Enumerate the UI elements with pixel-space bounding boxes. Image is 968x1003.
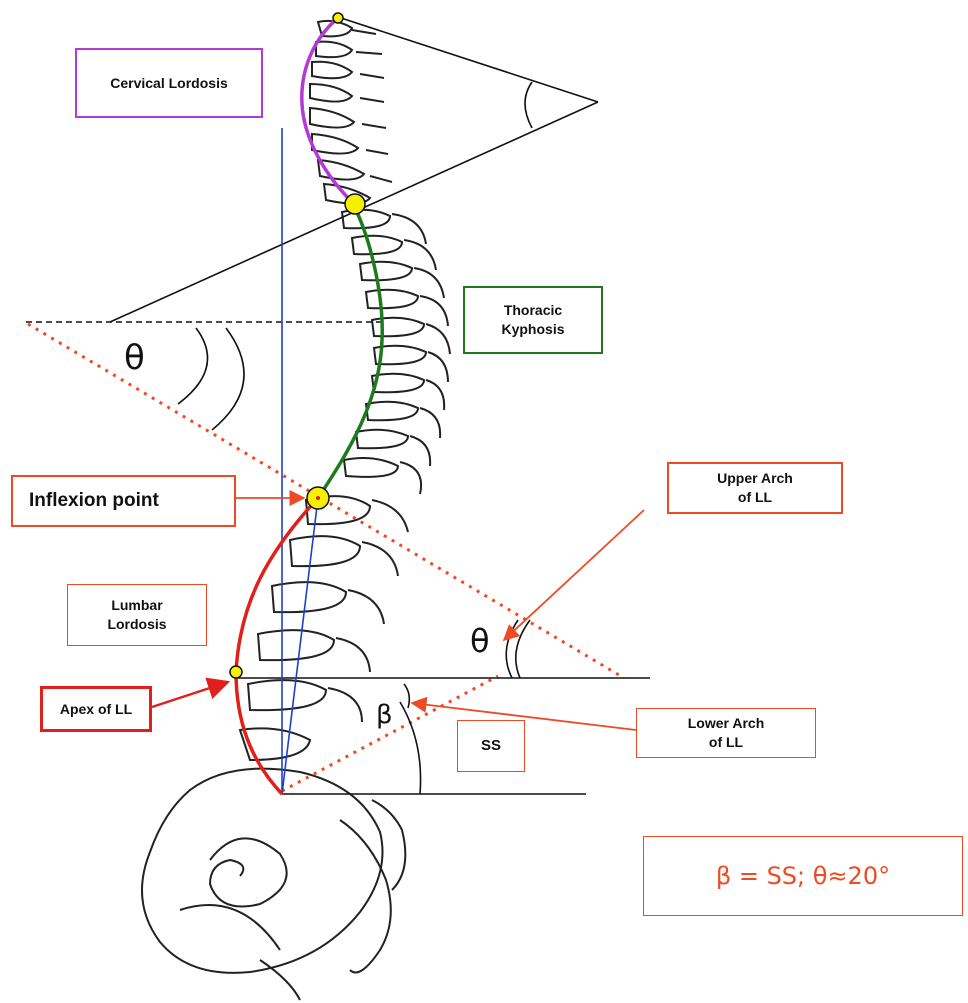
- lower-arch-label: Lower Arch of LL: [688, 714, 765, 752]
- ss-label: SS: [481, 736, 501, 756]
- thoracic-curve: [318, 202, 382, 498]
- inflexion-point-box: Inflexion point: [11, 475, 236, 527]
- beta-symbol: β: [376, 700, 393, 730]
- inflexion-point-label: Inflexion point: [29, 488, 159, 514]
- apex-arrow: [152, 682, 228, 707]
- ss-box: SS: [457, 720, 525, 772]
- apex-of-ll-box: Apex of LL: [40, 686, 152, 732]
- cervical-line-top: [338, 17, 598, 102]
- thoracic-kyphosis-label: Thoracic Kyphosis: [501, 301, 564, 339]
- reference-lines: [26, 17, 650, 794]
- lumbar-lordosis-label: Lumbar Lordosis: [107, 596, 166, 634]
- marker-cervicothoracic: [345, 194, 365, 214]
- formula-box: β = SS; θ≈20°: [643, 836, 963, 916]
- inflexion-to-sacrum-line: [282, 498, 318, 794]
- cervical-lordosis-box: Cervical Lordosis: [75, 48, 263, 118]
- lumbar-lordosis-box: Lumbar Lordosis: [67, 584, 207, 646]
- marker-inflexion-center: [316, 496, 320, 500]
- apex-of-ll-label: Apex of LL: [60, 700, 132, 719]
- theta-symbol-upper: θ: [124, 338, 145, 378]
- lumbar-curve: [236, 498, 318, 794]
- thoracic-kyphosis-box: Thoracic Kyphosis: [463, 286, 603, 354]
- upper-arch-label: Upper Arch of LL: [717, 469, 793, 507]
- marker-top: [333, 13, 343, 23]
- cervical-lordosis-label: Cervical Lordosis: [110, 74, 228, 93]
- formula-label: β = SS; θ≈20°: [716, 860, 890, 892]
- upper-arch-arrow: [504, 510, 644, 640]
- theta-symbol-lower: θ: [470, 622, 490, 660]
- marker-apex: [230, 666, 242, 678]
- lower-arch-box: Lower Arch of LL: [636, 708, 816, 758]
- upper-arch-box: Upper Arch of LL: [667, 462, 843, 514]
